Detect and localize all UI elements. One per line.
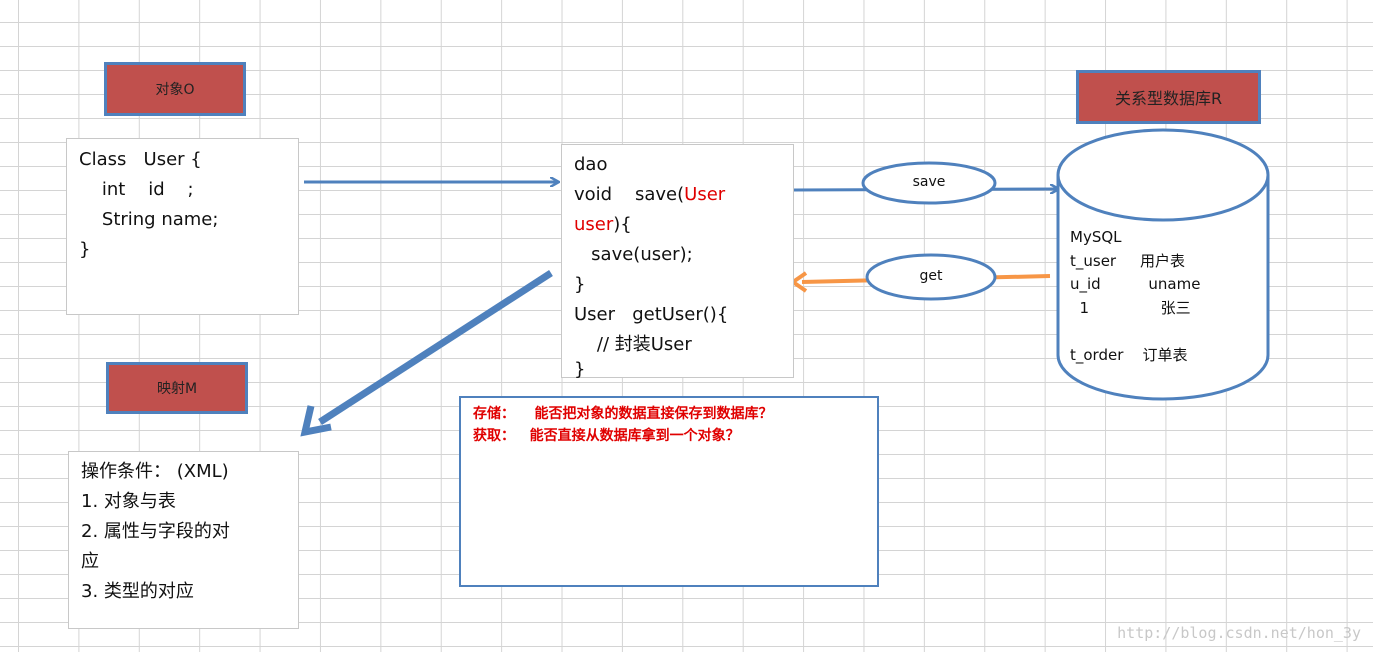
database-cylinder [1056,175,1270,401]
database-label: 关系型数据库R [1076,70,1261,124]
code-line: dao [574,154,608,175]
question-fetch: 获取： 能否直接从数据库拿到一个对象？ [473,428,740,444]
code-line: User getUser(){ [574,304,729,325]
code-param: user [574,214,614,235]
db-line: t_order 订单表 [1070,345,1188,364]
save-label: save [912,174,946,190]
object-label: 对象O [104,62,246,116]
code-line: void save(User [574,180,781,210]
code-line: } [574,274,586,295]
mapping-label: 映射M [106,362,248,414]
arrow-dao-to-mapping [318,270,553,425]
db-line: u_id uname [1070,275,1201,293]
questions-box: 存储： 能否把对象的数据直接保存到数据库？ 获取： 能否直接从数据库拿到一个对象… [459,396,879,587]
mapping-line: 2. 属性与字段的对 [81,521,230,542]
code-line: Class User { [79,149,202,170]
db-line: t_user 用户表 [1070,251,1185,270]
dao-box: dao void save(User user){ save(user); } … [561,144,794,380]
save-ellipse [861,161,997,205]
mapping-line: 操作条件： (XML) [81,461,229,482]
code-line: int id ; [79,179,194,200]
code-line: } [79,239,91,260]
db-line: 1 张三 [1070,298,1191,317]
class-box: Class User { int id ; String name; } [66,138,299,315]
arrow-head-thick [300,405,332,437]
code-type: User [684,184,726,205]
code-line: save(user); [574,244,693,265]
code-line: // 封装User [574,334,692,355]
code-line: user){ [574,210,781,240]
database-content: MySQL t_user 用户表 u_id uname 1 张三 t_order… [1070,226,1200,367]
get-label: get [919,268,943,284]
code-line: String name; [79,209,219,230]
code-text: void save( [574,184,685,205]
get-ellipse [865,253,997,301]
question-store: 存储： 能否把对象的数据直接保存到数据库？ [473,406,773,422]
db-line: MySQL [1070,228,1122,246]
watermark: http://blog.csdn.net/hon_3y [1117,624,1361,642]
mapping-line: 1. 对象与表 [81,491,176,512]
mapping-line: 应 [81,551,99,572]
mapping-box: 操作条件： (XML) 1. 对象与表 2. 属性与字段的对 应 3. 类型的对… [68,451,299,629]
code-line: } [574,359,586,380]
code-text: ){ [613,214,632,235]
db-line [1070,320,1200,344]
mapping-line: 3. 类型的对应 [81,581,194,602]
